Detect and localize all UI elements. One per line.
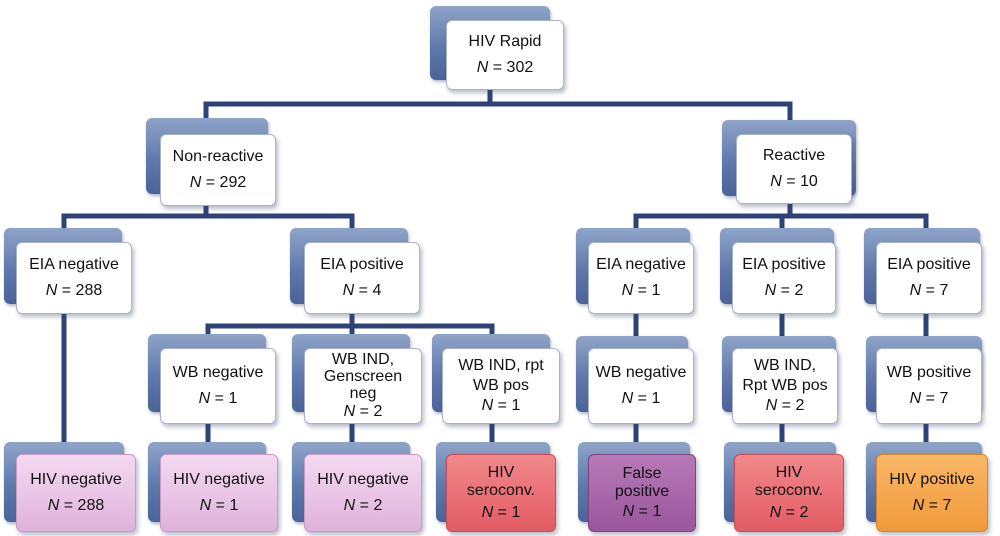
node-count: N = 1 [481, 397, 521, 414]
node-count: N = 2 [769, 504, 809, 521]
node-count: N = 292 [189, 174, 247, 191]
connector-reactive-split [633, 197, 929, 241]
connector-reactive-chains [633, 311, 929, 455]
node-label: WB IND, Genscreen neg [323, 350, 403, 402]
node-count: N = 302 [476, 59, 534, 76]
connector-eia-pos-split [205, 309, 495, 343]
node-count: N = 1 [621, 390, 661, 407]
node-count: N = 7 [912, 497, 952, 514]
node-count: N = 2 [765, 397, 805, 414]
node-count: N = 288 [45, 282, 103, 299]
node-label: HIV Rapid [468, 33, 542, 50]
node-count: N = 288 [47, 497, 105, 514]
node-label: WB IND, rpt WB pos [458, 357, 553, 394]
node-count: N = 1 [481, 504, 521, 521]
node-label: EIA positive [320, 256, 404, 273]
node-label: WB negative [595, 364, 687, 381]
node-count: N = 1 [199, 497, 239, 514]
node-label: HIV seroconv. [754, 464, 824, 499]
node-count: N = 1 [198, 390, 238, 407]
node-label: Reactive [762, 147, 826, 164]
node-label: EIA negative [29, 256, 119, 273]
node-label: WB IND, Rpt WB pos [742, 357, 828, 394]
node-count: N = 2 [343, 402, 383, 420]
node-label: HIV positive [889, 471, 975, 488]
node-count: N = 4 [342, 282, 382, 299]
node-count: N = 2 [343, 497, 383, 514]
node-count: N = 1 [621, 282, 661, 299]
node-label: EIA positive [887, 256, 971, 273]
connector-root-split [203, 77, 793, 141]
node-label: HIV negative [173, 471, 265, 488]
node-label: EIA negative [596, 256, 686, 273]
node-label: EIA positive [742, 256, 826, 273]
node-label: WB negative [172, 364, 264, 381]
node-count: N = 10 [770, 173, 818, 190]
node-label: HIV negative [30, 471, 122, 488]
node-label: False positive [614, 465, 670, 500]
node-count: N = 7 [909, 282, 949, 299]
node-count: N = 7 [909, 390, 949, 407]
node-label: HIV seroconv. [466, 464, 536, 499]
node-count: N = 2 [764, 282, 804, 299]
node-label: Non-reactive [172, 148, 264, 165]
node-count: N = 1 [622, 503, 662, 520]
node-label: HIV negative [317, 471, 409, 488]
connector-nonreactive-split [61, 197, 355, 239]
node-label: WB positive [886, 364, 972, 381]
